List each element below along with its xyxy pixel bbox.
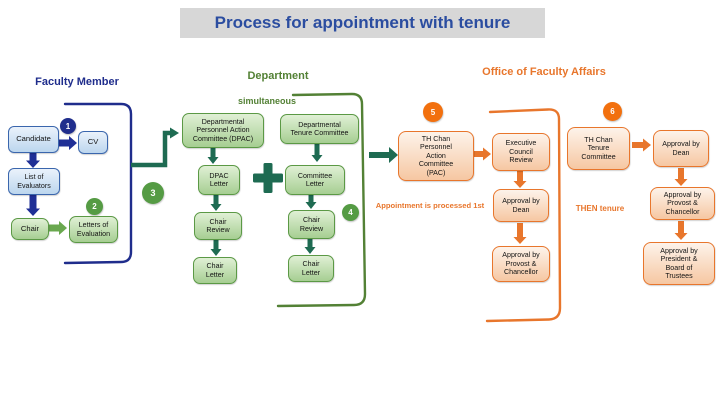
arrow-dean2-to-provost2 <box>674 168 688 186</box>
node-executive-council-review: Executive Council Review <box>492 133 550 171</box>
arrow-evaluators-to-chair <box>26 195 40 216</box>
node-cv: CV <box>78 131 108 154</box>
node-approval-provost-chancellor-2: Approval by Provost & Chancellor <box>650 187 715 220</box>
node-chair-review-right: Chair Review <box>288 210 335 239</box>
node-departmental-tenure-committee: Departmental Tenure Committee <box>280 114 359 144</box>
bracket-department <box>276 92 367 308</box>
node-chair: Chair <box>11 218 49 240</box>
arrow-chair-to-letters <box>49 221 67 235</box>
arrow-faculty-to-department-head <box>170 127 179 139</box>
arrow-dtc-to-committee-letter <box>311 143 323 162</box>
node-approval-by-dean-2: Approval by Dean <box>653 130 709 167</box>
node-th-chan-tenure-committee: TH Chan Tenure Committee <box>567 127 630 170</box>
step-circle-1: 1 <box>60 118 76 134</box>
node-chair-review-left: Chair Review <box>194 212 242 240</box>
arrow-dean-to-provost1 <box>513 223 527 244</box>
step-circle-6: 6 <box>603 102 622 121</box>
arrow-department-to-pac <box>369 147 398 163</box>
arrow-dpac-letter-to-chair-review <box>210 195 222 211</box>
node-dpac-letter: DPAC Letter <box>198 165 240 195</box>
arrow-committee-letter-to-chair-review <box>305 192 317 209</box>
node-approval-provost-chancellor-1: Approval by Provost & Chancellor <box>492 246 550 282</box>
step-circle-2: 2 <box>86 198 103 215</box>
bracket-faculty <box>63 102 133 265</box>
arrow-tenure-committee-to-dean <box>632 138 651 152</box>
node-candidate: Candidate <box>8 126 59 153</box>
bracket-office <box>485 108 562 323</box>
arrow-dpac-to-dpac-letter <box>207 147 219 164</box>
arrow-chair-review-to-chair-letter-left <box>210 239 222 256</box>
office-section-header: Office of Faculty Affairs <box>482 66 606 78</box>
arrow-chair-review-to-chair-letter-right <box>304 239 316 254</box>
arrow-candidate-to-evaluators <box>26 153 40 168</box>
step-circle-4: 4 <box>342 204 359 221</box>
note-appointment-processed-first: Appointment is processed 1st <box>375 201 485 210</box>
arrow-faculty-to-department <box>131 130 170 168</box>
node-list-of-evaluators: List of Evaluators <box>8 168 60 195</box>
node-approval-president-trustees: Approval by President & Board of Trustee… <box>643 242 715 285</box>
simultaneous-label: simultaneous <box>237 96 296 106</box>
step-circle-3: 3 <box>142 182 164 204</box>
node-th-chan-pac: TH Chan Personnel Action Committee (PAC) <box>398 131 474 181</box>
plus-icon <box>253 163 283 193</box>
page-title: Process for appointment with tenure <box>180 8 545 38</box>
node-committee-letter: Committee Letter <box>285 165 345 195</box>
arrow-provost2-to-president <box>674 221 688 240</box>
node-letters-of-evaluation: Letters of Evaluation <box>69 216 118 243</box>
department-section-header: Department <box>247 70 309 82</box>
node-chair-letter-left: Chair Letter <box>193 257 237 284</box>
note-then-tenure: THEN tenure <box>575 204 625 213</box>
faculty-section-header: Faculty Member <box>35 76 119 88</box>
node-approval-by-dean-1: Approval by Dean <box>493 189 549 222</box>
node-chair-letter-right: Chair Letter <box>288 255 334 282</box>
node-dpac: Departmental Personnel Action Committee … <box>182 113 264 148</box>
step-circle-5: 5 <box>423 102 443 122</box>
arrow-pac-to-exec-council <box>473 147 491 161</box>
arrow-candidate-to-cv <box>58 136 77 150</box>
arrow-exec-council-to-dean <box>513 171 527 188</box>
